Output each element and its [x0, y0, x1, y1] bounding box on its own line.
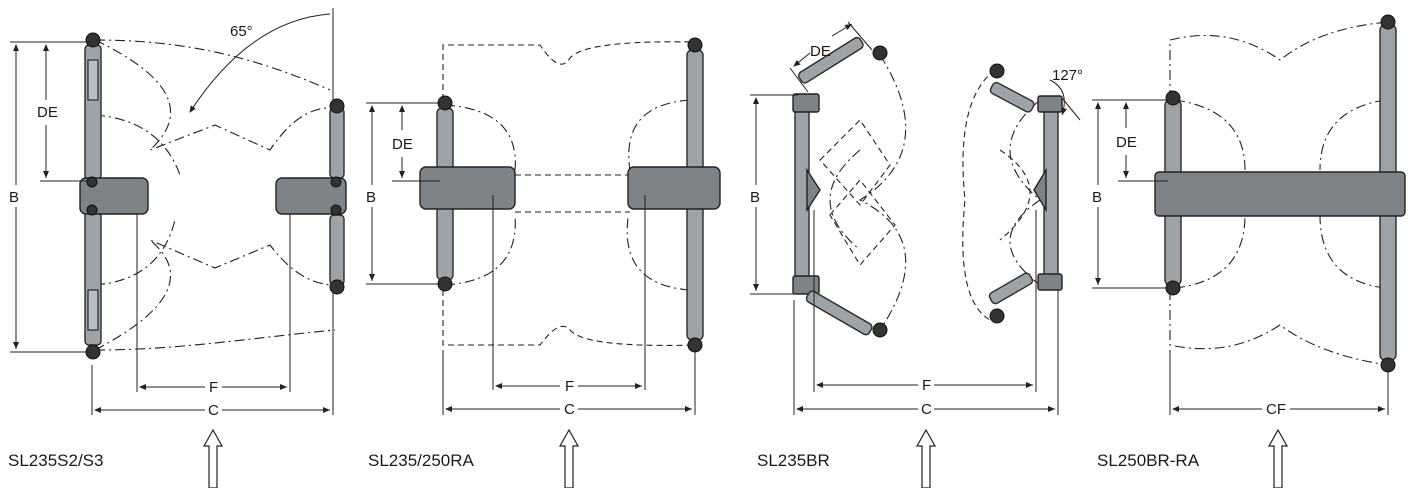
angle-arc [1049, 79, 1067, 116]
angle-label: 127° [1052, 67, 1083, 84]
angle-label: 65° [230, 23, 253, 40]
swing-arm [988, 272, 1034, 305]
runway-beam [1154, 171, 1406, 217]
carriage [806, 167, 821, 213]
dim-b-label: B [9, 189, 19, 206]
drive-direction-arrow [558, 428, 580, 488]
lift-pad [1165, 280, 1181, 296]
dim-de-label: DE [810, 43, 831, 60]
carriage [792, 93, 820, 113]
lift-pad [687, 337, 703, 353]
lift-pad [872, 322, 888, 338]
lift-pad [872, 45, 888, 61]
carriage [275, 177, 347, 215]
lift-pad [329, 98, 345, 114]
model-label: SL250BR-RA [1097, 451, 1200, 470]
pivot [86, 176, 98, 188]
arm-extension [87, 59, 99, 101]
figure-sl235-250ra: DE B F C SL235/250RA [366, 37, 721, 488]
figure-sl235s2-s3: 65° DE B F [8, 8, 347, 488]
lift-pad [1380, 14, 1396, 30]
arm-swing-path [1169, 290, 1389, 366]
carriage [1037, 95, 1063, 113]
arm-extension [87, 289, 99, 331]
lift-pad [687, 37, 703, 53]
angle-arc [189, 13, 331, 113]
pivot [86, 204, 98, 216]
carriage [79, 177, 149, 215]
dim-f-label: F [565, 378, 574, 395]
dim-c-label: C [208, 402, 219, 419]
model-label: SL235S2/S3 [8, 451, 103, 470]
arm-swing-path [962, 69, 1031, 321]
dim-b-label: B [750, 189, 760, 206]
arm-swing-path [829, 54, 907, 331]
lift-pad [329, 279, 345, 295]
figure-sl235br: 127° DE B F C SL235BR [750, 21, 1083, 488]
carriage [627, 166, 721, 210]
carriage [792, 275, 820, 295]
drive-direction-arrow [1267, 428, 1289, 488]
pivot [330, 204, 342, 216]
arm-swing-path [442, 290, 696, 346]
lift-pad [85, 32, 101, 48]
carriage [419, 166, 516, 210]
swing-arm [329, 214, 345, 286]
model-label: SL235BR [757, 451, 830, 470]
drive-direction-arrow [202, 428, 224, 488]
arm-swing-path [94, 239, 336, 351]
dim-f-label: F [922, 377, 931, 394]
figure-sl250br-ra: DE B CF SL250BR-RA [1092, 14, 1406, 488]
dim-c-label: C [921, 401, 932, 418]
arm-swing-path [94, 39, 336, 151]
dim-de-label: DE [37, 104, 58, 121]
arm-swing-path [442, 41, 696, 100]
dim-f-label: F [209, 379, 218, 396]
lift-pad [1380, 357, 1396, 373]
lift-pad [437, 95, 453, 111]
swing-arm [797, 36, 864, 84]
drive-direction-arrow [915, 428, 937, 488]
swing-arm [329, 107, 345, 179]
lift-pad [437, 276, 453, 292]
dim-cf-label: CF [1266, 401, 1286, 418]
dim-c-label: C [564, 401, 575, 418]
dim-de-label: DE [1116, 134, 1137, 151]
model-label: SL235/250RA [368, 451, 475, 470]
dim-de-label: DE [392, 136, 413, 153]
lift-pad [1165, 90, 1181, 106]
dim-b-label: B [1092, 189, 1102, 206]
swing-arm [805, 290, 873, 336]
arm-swing-path [819, 119, 896, 266]
pivot [330, 176, 342, 188]
lift-pad [989, 308, 1005, 324]
swing-arm [989, 81, 1035, 113]
lift-pad [989, 63, 1005, 79]
dim-b-label: B [366, 189, 376, 206]
arm-swing-path [1169, 21, 1389, 100]
carriage [1033, 167, 1047, 213]
carriage [1037, 273, 1063, 291]
